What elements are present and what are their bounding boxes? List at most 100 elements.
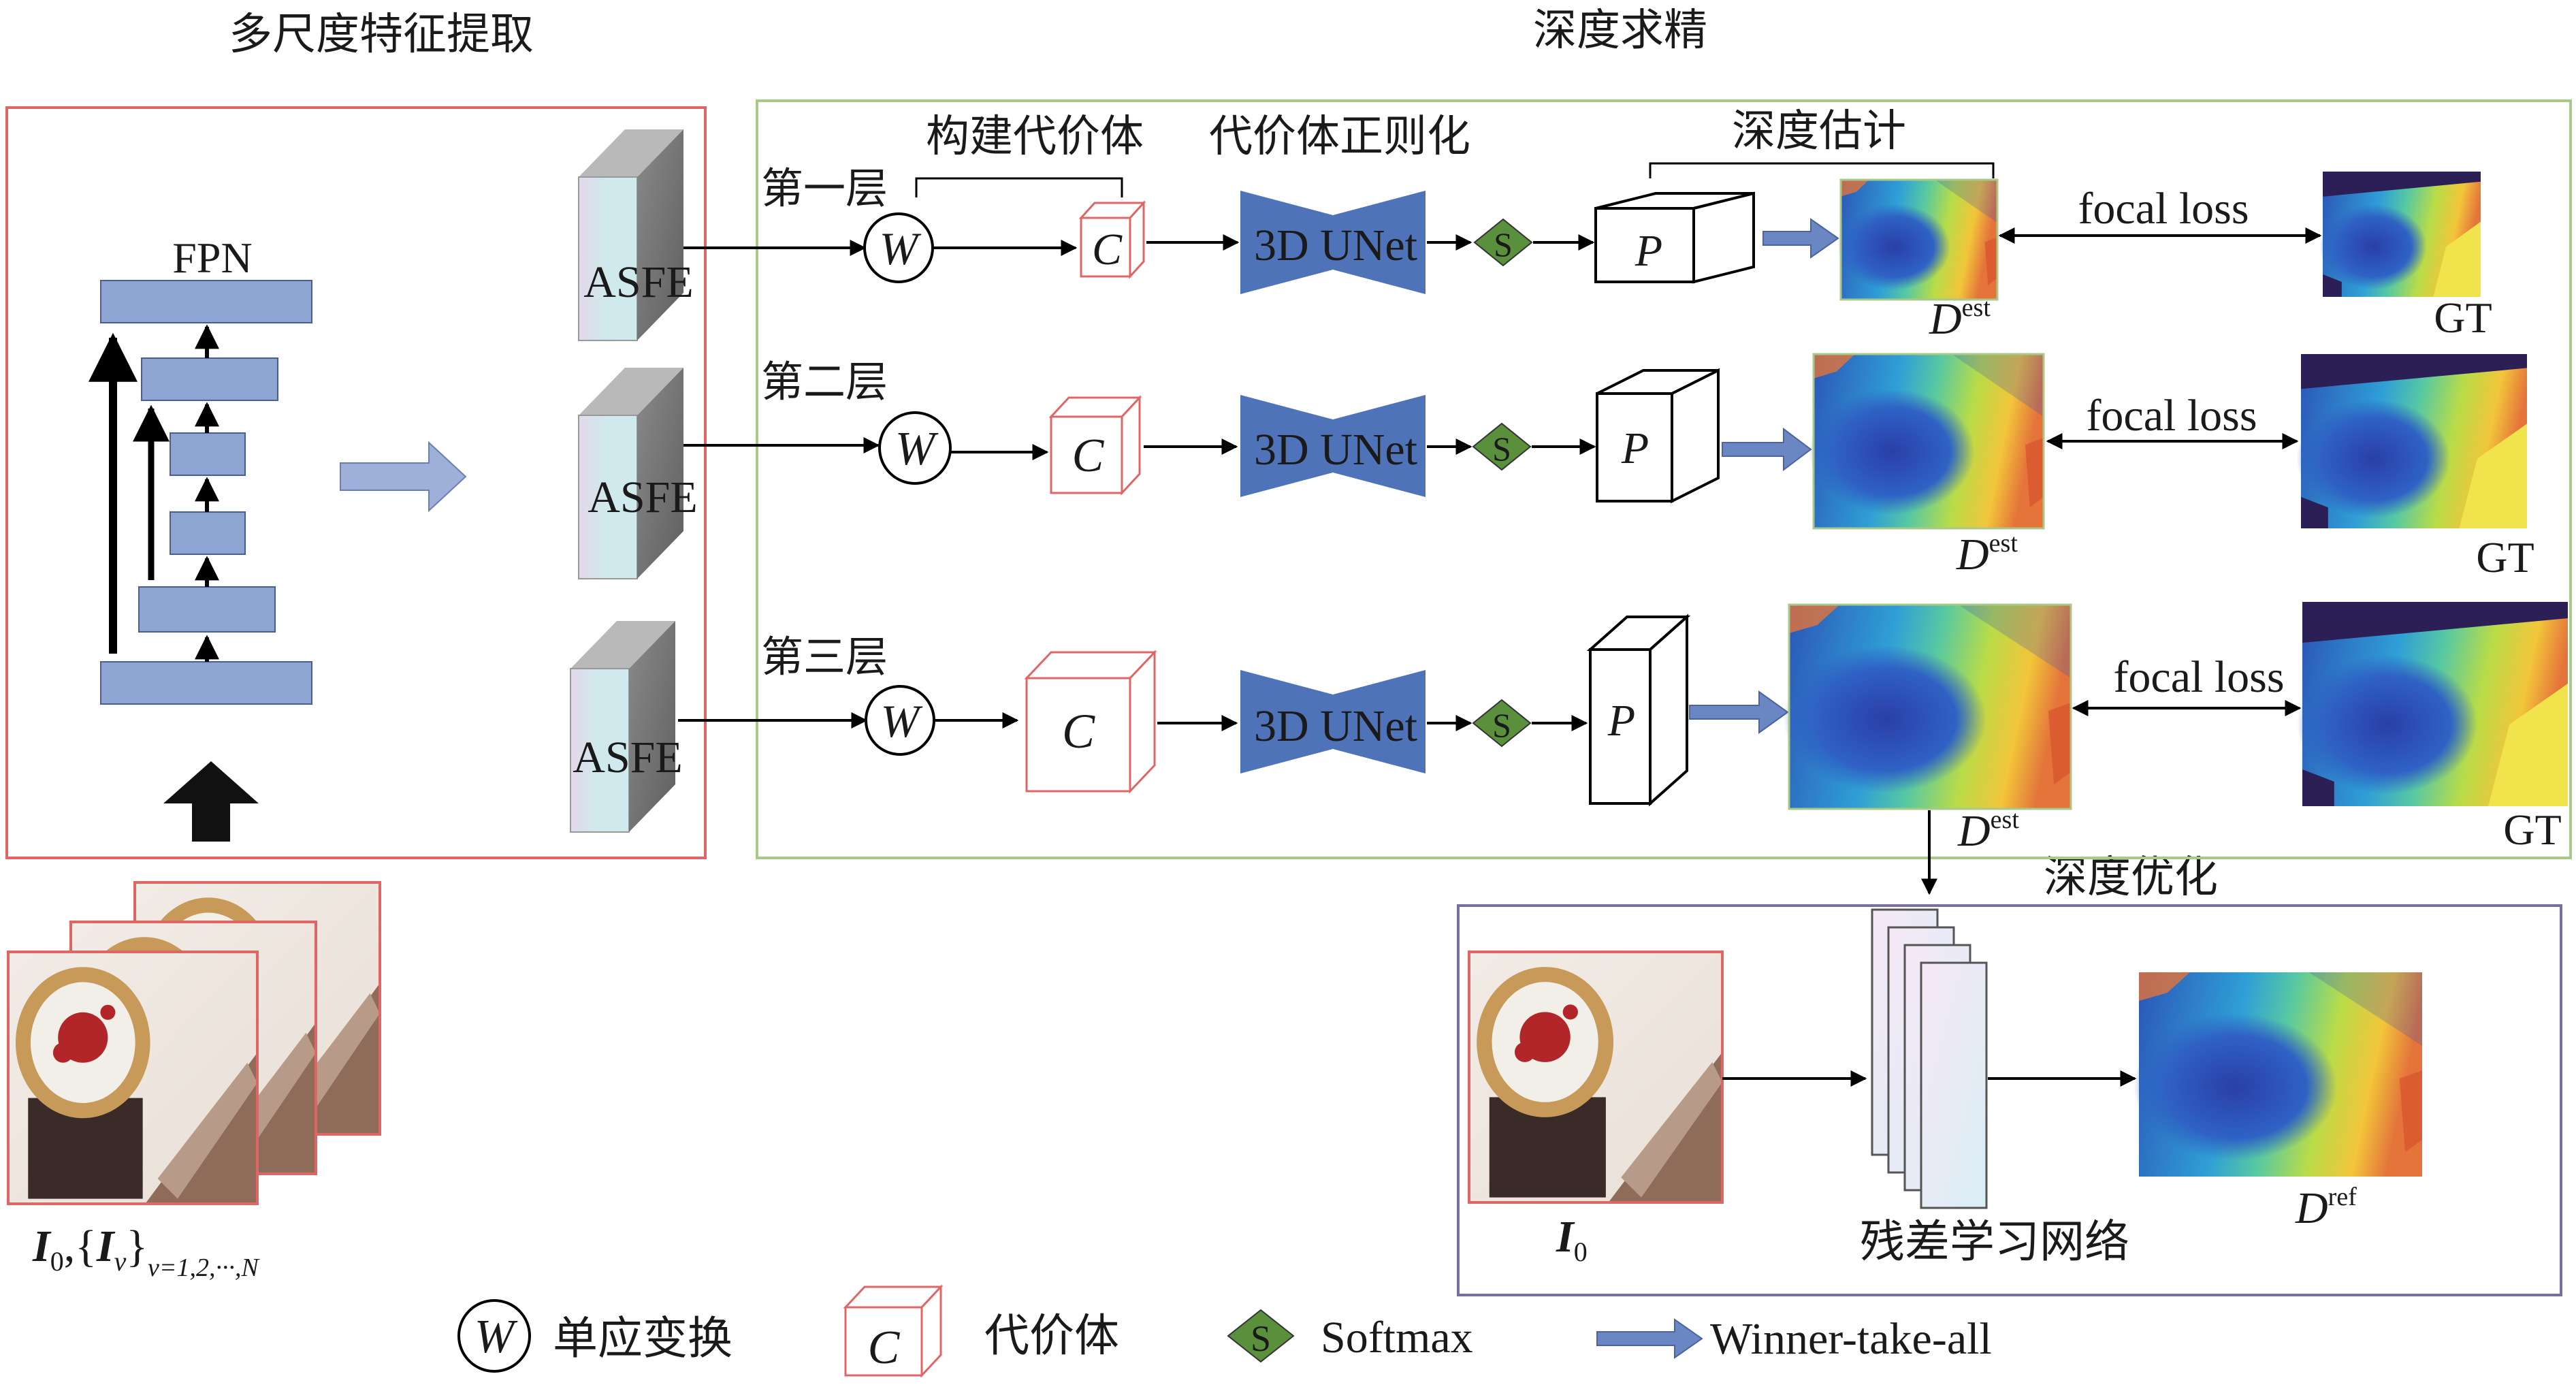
- asfe-label: ASFE: [573, 733, 682, 782]
- asfe-label: ASFE: [583, 257, 693, 307]
- softmax-diamond: [1472, 422, 1532, 471]
- depth-estimation-bracket: [1649, 162, 1995, 178]
- layer-1-row: 第一层 W C 3D UNet S P Dest focal loss GT: [683, 163, 2492, 344]
- input-iv-subscript: v: [114, 1246, 127, 1277]
- est-base: D: [1929, 294, 1962, 344]
- softmax-symbol: S: [1492, 430, 1511, 468]
- unet-hourglass: [1240, 395, 1426, 497]
- input-iv-symbol: I: [96, 1222, 116, 1271]
- ref-base: D: [2295, 1183, 2328, 1233]
- layer-label: 第一层: [761, 163, 888, 213]
- input-i-subscript: 0: [50, 1246, 64, 1277]
- softmax-symbol: S: [1494, 225, 1513, 264]
- depth-estimation-header: 深度估计: [1732, 106, 1906, 157]
- cost-volume-cube: [1078, 200, 1146, 279]
- est-sup: est: [1991, 805, 2020, 834]
- input-image-stack: [7, 881, 381, 1205]
- gt-label: GT: [2503, 805, 2561, 854]
- asfe-block: [570, 621, 675, 833]
- homography-warp-node: [878, 411, 952, 485]
- softmax-symbol: S: [1492, 706, 1511, 744]
- unet-label: 3D UNet: [1254, 221, 1417, 270]
- feature-extraction-title: 多尺度特征提取: [229, 10, 534, 60]
- layer-2-row: 第二层 W C 3D UNet S P Dest focal loss GT: [683, 353, 2534, 581]
- input-i-symbol: I: [32, 1222, 52, 1271]
- cost-symbol: C: [1062, 704, 1095, 759]
- refined-depth-map: [2133, 972, 2422, 1177]
- reference-image-label: I0: [1556, 1212, 1588, 1267]
- legend-cost-label: 代价体: [984, 1309, 1119, 1362]
- legend-softmax-symbol: S: [1251, 1318, 1271, 1359]
- probability-volume-cube: [1594, 191, 1755, 284]
- estimated-depth-label: Dest: [1929, 293, 1991, 344]
- fpn-to-asfe-arrow: [340, 441, 467, 513]
- prob-symbol: P: [1635, 226, 1662, 276]
- asfe-label: ASFE: [587, 473, 697, 522]
- fpn-block: [100, 280, 312, 323]
- gt-label: GT: [2476, 533, 2534, 581]
- legend-softmax-icon: [1227, 1309, 1295, 1363]
- legend-warp-label: 单应变换: [553, 1312, 732, 1364]
- probability-volume-cube: [1596, 368, 1720, 504]
- input-set-open: ,{: [64, 1222, 97, 1271]
- estimated-depth-label: Dest: [1957, 805, 2019, 856]
- focal-loss-label: focal loss: [2086, 391, 2257, 441]
- legend-cost-symbol: C: [868, 1322, 901, 1374]
- warp-symbol: W: [881, 695, 923, 747]
- estimated-depth-label: Dest: [1956, 529, 2018, 579]
- warp-symbol: W: [895, 423, 939, 475]
- ground-truth-map: [2296, 354, 2527, 528]
- unet-label: 3D UNet: [1254, 425, 1417, 475]
- legend-wta-label: Winner-take-all: [1710, 1314, 1992, 1364]
- legend-warp-icon: [457, 1299, 531, 1373]
- cost-regularization-header: 代价体正则化: [1209, 112, 1470, 162]
- fpn-block: [170, 511, 246, 555]
- fpn-block: [138, 586, 276, 633]
- legend-wta-arrow: [1596, 1318, 1703, 1359]
- depth-refinement-title: 深度求精: [1533, 5, 1707, 56]
- asfe-block: [578, 129, 683, 341]
- estimated-depth-map: [1783, 603, 2072, 810]
- network-label: 残差学习网络: [1860, 1215, 2129, 1268]
- est-base: D: [1957, 806, 1991, 856]
- est-base: D: [1956, 530, 1989, 579]
- fpn-block: [141, 357, 278, 401]
- layer-label: 第二层: [761, 357, 888, 406]
- cost-symbol: C: [1092, 225, 1123, 274]
- cost-volume-cube: [1048, 395, 1142, 496]
- focal-loss-label: focal loss: [2113, 652, 2284, 702]
- cost-volume-cube: [1024, 650, 1157, 794]
- depth-optimization-panel: [1457, 904, 2562, 1296]
- asfe-block: [578, 368, 683, 579]
- legend-cost-icon: [843, 1284, 944, 1378]
- prob-symbol: P: [1621, 424, 1649, 473]
- wta-arrow: [1722, 428, 1812, 471]
- layer-label: 第三层: [761, 632, 888, 682]
- input-label: I0,{Iv}v=1,2,···,N: [32, 1222, 261, 1282]
- softmax-diamond: [1473, 218, 1533, 267]
- ground-truth-map: [2297, 602, 2568, 806]
- fpn-block: [170, 432, 246, 476]
- softmax-diamond: [1472, 699, 1532, 748]
- unet-hourglass: [1240, 670, 1426, 773]
- est-sup: est: [1989, 529, 2018, 558]
- depth-optimization-title: 深度优化: [2044, 852, 2218, 903]
- residual-learning-network: [1871, 908, 1988, 1209]
- estimated-depth-map: [1809, 353, 2045, 530]
- estimated-depth-map: [1837, 178, 1999, 301]
- ref-sup: ref: [2328, 1183, 2357, 1211]
- cost-symbol: C: [1072, 430, 1105, 482]
- input-up-arrow: [163, 761, 259, 842]
- input-range: v=1,2,···,N: [148, 1254, 261, 1282]
- legend-warp-symbol: W: [474, 1311, 518, 1363]
- feature-extraction-panel: [5, 106, 707, 859]
- refined-depth-label: Dref: [2295, 1183, 2357, 1233]
- unet-label: 3D UNet: [1254, 701, 1417, 751]
- est-sup: est: [1962, 293, 1991, 322]
- prob-symbol: P: [1607, 696, 1635, 746]
- legend: W 单应变换 C 代价体 S Softmax Winner-take-all: [457, 1284, 1992, 1378]
- build-cost-volume-bracket: [915, 177, 1123, 197]
- build-cost-volume-header: 构建代价体: [926, 112, 1144, 162]
- reference-image: [1468, 951, 1724, 1204]
- depth-refinement-panel: [756, 99, 2572, 859]
